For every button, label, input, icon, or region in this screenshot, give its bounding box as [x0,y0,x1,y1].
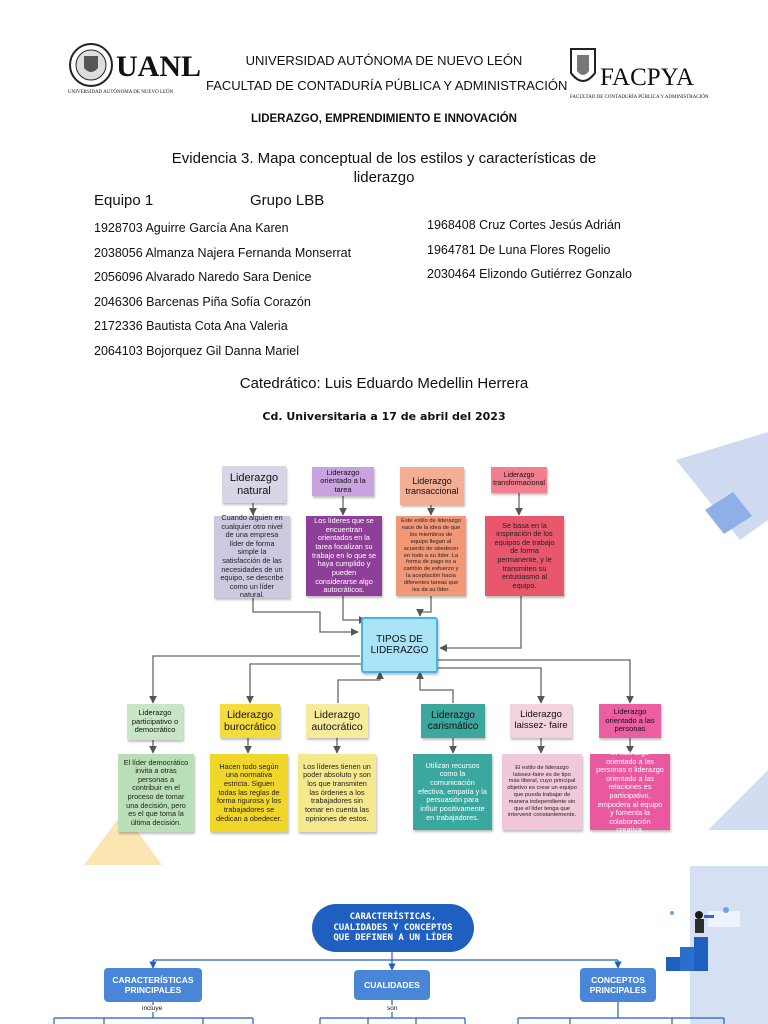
node-liderazgo-participativo: Liderazgo participativo o democrático [127,704,183,740]
node-liderazgo-burocratico: Liderazgo burocrático [220,704,280,738]
deco-diamond-small [705,492,752,534]
member-name: 1964781 De Luna Flores Rogelio [427,242,611,257]
arrow-natural-center [252,598,359,636]
arrow-transaccional-center [416,596,432,617]
member-name: 1968408 Cruz Cortes Jesús Adrián [427,218,621,232]
document-title-line2: liderazgo [353,169,415,186]
member-name: 2038056 Almanza Najera Fernanda Monserra… [94,245,352,260]
note-liderazgo-orientado-personas: El liderazgo orientado a las personas o … [590,748,670,834]
node-liderazgo-carismatico: Liderazgo carismático [421,704,485,738]
teacher-name: Catedrático: Luis Eduardo Medellin Herre… [239,375,529,392]
place-date: Cd. Universitaria a 17 de abril del 2023 [262,410,506,423]
uanl-seal-icon [69,43,113,87]
member-name: 1928703 Aguirre García Ana Karen [94,221,289,235]
faculty-name: FACULTAD DE CONTADURÍA PÚBLICA Y ADMINIS… [206,78,568,93]
facpya-logo: FACPYA FACULTAD DE CONTADURÍA PÚBLICA Y … [568,45,708,105]
node-liderazgo-transaccional: Liderazgo transaccional [400,467,464,505]
node-liderazgo-orientado-tarea: Liderazgo orientado a la tarea [312,467,374,496]
node-liderazgo-autocratico: Liderazgo autocrático [306,704,368,738]
note-liderazgo-orientado-tarea: Los líderes que se encuentran orientados… [306,516,382,596]
university-name: UNIVERSIDAD AUTÓNOMA DE NUEVO LEÓN [245,53,523,68]
leader-stairs-illustration [666,907,740,971]
deco-blue-corner [690,866,768,1024]
uanl-logo-subtext: UNIVERSIDAD AUTÓNOMA DE NUEVO LEÓN [68,90,174,95]
note-liderazgo-natural: Cuando alguien en cualquier otro nivel d… [214,513,290,599]
member-name: 2056096 Alvarado Naredo Sara Denice [94,270,312,284]
note-liderazgo-transaccional: Este estilo de liderazgo nace de la idea… [396,516,466,596]
branch-caracteristicas: CARACTERÍSTICAS PRINCIPALES [104,968,202,1002]
arrow-center-participativo [149,655,360,704]
deco-triangle-right [708,770,768,830]
node-liderazgo-natural: Liderazgo natural [222,466,286,503]
node-liderazgo-orientado-personas: Liderazgo orientado a las personas [599,704,661,738]
document-title-line1: Evidencia 3. Mapa conceptual de los esti… [171,150,597,167]
branch-conceptos: CONCEPTOS PRINCIPALES [580,968,656,1002]
members-right: 1968408 Cruz Cortes Jesús Adrián 1964781… [427,213,632,287]
member-name: 2172336 Bautista Cota Ana Valeria [94,319,288,333]
note-liderazgo-carismatico: Utilizan recursos como la comunicación e… [413,754,492,830]
arrow-center-laissez [436,667,545,704]
branch-cualidades: CUALIDADES [354,970,430,1000]
arrow-center-burocratico [246,663,366,704]
uanl-logo: UANL UNIVERSIDAD AUTÓNOMA DE NUEVO LEÓN [68,42,206,100]
note-liderazgo-participativo: El líder democrático invita a otras pers… [118,754,194,832]
note-liderazgo-autocratico: Los líderes tienen un poder absoluto y s… [298,754,376,832]
node-liderazgo-transformacional: Liderazgo transformacional [491,467,547,493]
deco-triangle-yellow [84,812,162,865]
note-liderazgo-laissez-faire: El estilo de liderazgo laissez-faire es … [502,754,582,830]
note-liderazgo-burocratico: Hacen todo según una normativa estricta.… [210,754,288,832]
arrow-tarea-center [342,596,367,624]
second-map-title: CARACTERÍSTICAS, CUALIDADES Y CONCEPTOS … [312,904,474,952]
arrow-carismatico-center [416,671,454,703]
node-liderazgo-laissez-faire: Liderazgo laissez- faire [510,704,572,738]
facpya-logo-text: FACPYA [600,64,695,91]
arrow-center-personas [438,659,634,704]
arrow-autocratico-center [337,671,384,703]
member-name: 2064103 Bojorquez Gil Danna Mariel [94,343,299,358]
team-label: Equipo 1 [94,192,154,209]
facpya-seal-icon [570,48,596,82]
facpya-logo-subtext: FACULTAD DE CONTADURÍA PÚBLICA Y ADMINIS… [570,95,709,100]
members-left: 1928703 Aguirre García Ana Karen 2038056… [94,216,351,363]
course-name: LIDERAZGO, EMPRENDIMIENTO E INNOVACIÓN [250,113,517,125]
group-label: Grupo LBB [250,192,325,209]
member-name: 2046306 Barcenas Piña Sofía Corazón [94,294,311,309]
note-liderazgo-transformacional: Se basa en la inspiración de los equipos… [485,516,564,596]
connector-incluye: incluye [140,1005,165,1012]
uanl-logo-text: UANL [116,50,202,83]
arrow-transformacional-center [439,596,522,652]
center-node-tipos-liderazgo: TIPOS DE LIDERAZGO [361,617,438,673]
connector-son: son [385,1005,400,1012]
member-name: 2030464 Elizondo Gutiérrez Gonzalo [427,267,632,281]
